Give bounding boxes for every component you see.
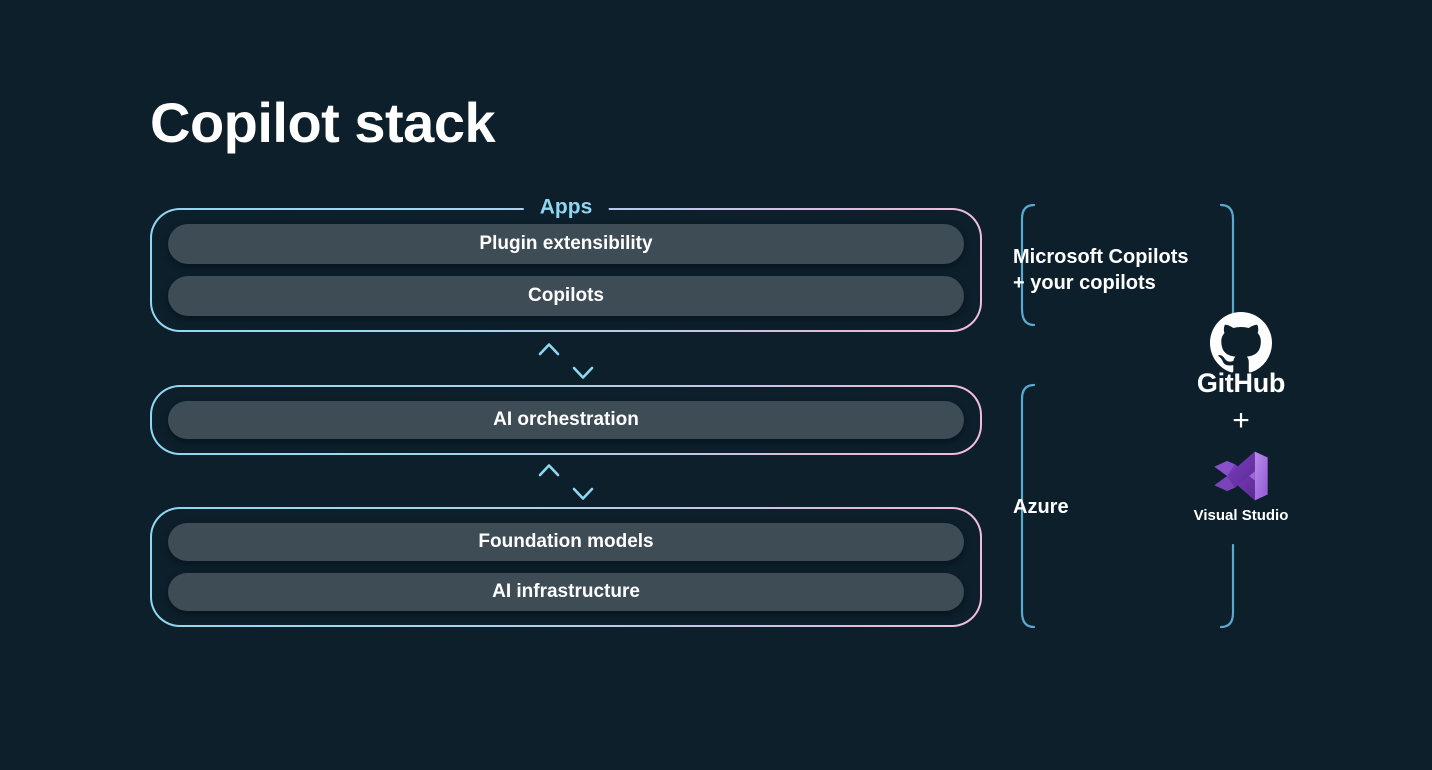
plus-icon: + [1232, 404, 1250, 437]
stack-item-foundation-models[interactable]: Foundation models [168, 523, 964, 561]
tool-visual-studio[interactable]: Visual Studio [1183, 447, 1299, 524]
right-bracket-icon-bottom [1219, 543, 1235, 629]
visual-studio-icon [1214, 451, 1268, 501]
layer-label-apps: Apps [523, 195, 609, 220]
layer-box-foundation: Foundation models AI infrastructure [150, 507, 982, 627]
stack-item-ai-orchestration[interactable]: AI orchestration [168, 401, 964, 439]
tool-github-caption: GitHub [1196, 368, 1286, 398]
arrow-down-icon [572, 462, 594, 500]
arrow-down-icon [572, 341, 594, 379]
stack-item-plugin-extensibility[interactable]: Plugin extensibility [168, 224, 964, 264]
connector-orchestration-to-foundation [0, 459, 1132, 505]
stack-item-ai-infrastructure[interactable]: AI infrastructure [168, 573, 964, 611]
arrow-up-icon [538, 464, 560, 502]
right-bracket-icon-top [1219, 203, 1235, 327]
tool-github[interactable]: GitHub [1183, 312, 1299, 399]
connector-apps-to-orchestration [0, 338, 1132, 384]
page-title: Copilot stack [150, 91, 496, 154]
layer-box-orchestration: AI orchestration [150, 385, 982, 455]
github-icon [1210, 312, 1272, 373]
annotation-azure: Azure [1013, 496, 1069, 518]
stack-item-copilots[interactable]: Copilots [168, 276, 964, 316]
layer-box-apps: Plugin extensibility Copilots Apps [150, 195, 982, 332]
arrow-up-icon [538, 343, 560, 381]
annotation-microsoft-copilots: Microsoft Copilots + your copilots [1013, 246, 1189, 294]
tool-visual-studio-caption: Visual Studio [1193, 507, 1289, 524]
